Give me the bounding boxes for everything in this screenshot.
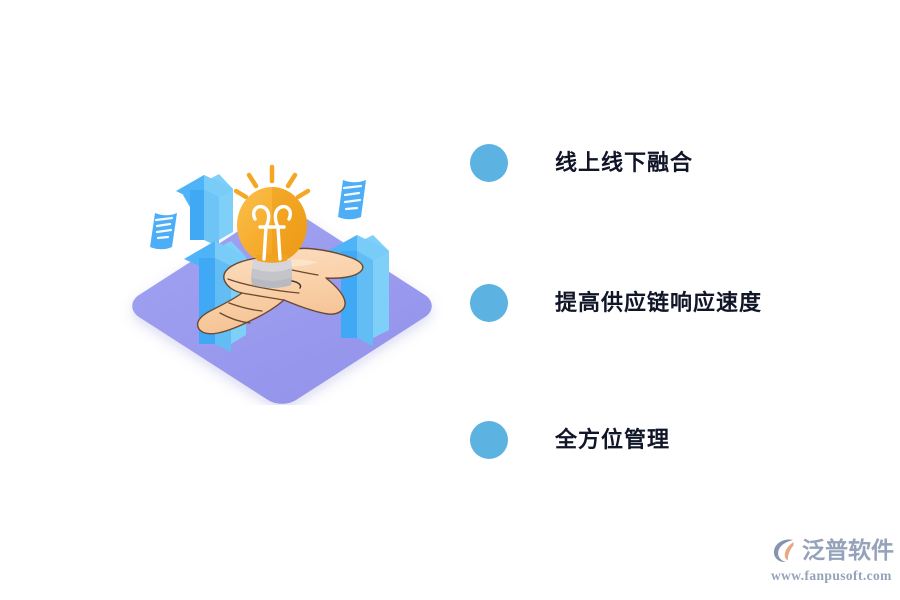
watermark-brand-row: 泛普软件 [770,534,894,566]
illustration-hand-lightbulb [100,155,460,405]
list-item[interactable]: 提高供应链响应速度 [455,281,762,325]
watermark: 泛普软件 www.fanpusoft.com [770,534,894,586]
list-item-label: 提高供应链响应速度 [555,290,763,315]
document-right [338,180,366,220]
list-item-label: 全方位管理 [555,427,671,452]
light-bulb [233,164,311,289]
list-item[interactable]: 线上线下融合 [455,141,693,185]
feature-list: 线上线下融合 提高供应链响应速度 全方位管理 [455,120,855,490]
watermark-brand-text: 泛普软件 [802,536,894,563]
document-left [150,213,177,250]
bulb-sparks [233,164,311,200]
list-item[interactable]: 全方位管理 [455,418,670,462]
bullet-dot-icon [470,284,508,322]
bullet-dot-icon [470,421,508,459]
fanpu-logo-icon [770,535,800,565]
bulb-base [251,259,302,289]
arrow-up-center [176,174,233,247]
list-item-label: 线上线下融合 [555,150,694,175]
bullet-dot-icon [470,144,508,182]
watermark-url-text: www.fanpusoft.com [771,568,892,583]
